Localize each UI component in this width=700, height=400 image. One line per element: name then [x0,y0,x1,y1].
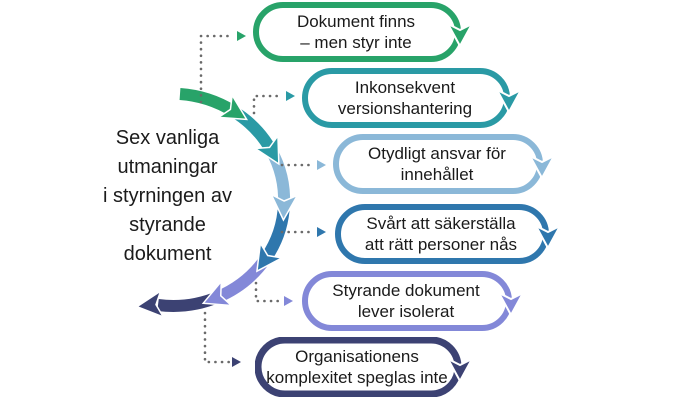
challenge-line: Otydligt ansvar för [368,144,506,163]
arc-segment-1 [179,88,237,117]
challenge-box-5: Styrande dokument lever isolerat [302,271,524,331]
title-line: Sex vanliga [115,127,220,149]
looping-arrow-border [302,68,522,128]
title-line: utmaningar [117,156,218,178]
challenge-line: att rätt personer nås [364,235,518,254]
challenge-line: Organisationens [295,347,419,366]
arc-arrowhead-5 [201,279,234,307]
challenge-box-4: Svårt att säkerställa att rätt personer … [335,204,561,264]
looping-arrow-border [335,204,561,264]
diagram-title: Sex vanliga utmaningar i styrningen av s… [40,124,295,269]
challenge-text: Inkonsekvent versionshantering [308,68,502,128]
connector-arrowhead-3 [317,160,326,170]
looping-arrow-border [255,337,473,397]
title-line: dokument [123,243,212,265]
challenge-text: Svårt att säkerställa att rätt personer … [341,204,541,264]
challenge-line: lever isolerat [357,302,455,321]
looping-arrow-border [302,271,524,331]
looping-arrow-border [333,134,555,194]
connector-arrowhead-4 [317,227,326,237]
arc-arrowhead-6 [135,289,166,319]
dotted-connector-1 [199,34,236,104]
connector-arrow-tips [232,31,326,367]
looping-arrow-border [253,2,473,62]
challenge-line: versionshantering [337,99,473,118]
connector-arrowhead-5 [284,296,293,306]
challenge-text: Otydligt ansvar för innehållet [339,134,535,194]
challenge-line: Dokument finns [296,12,416,31]
arc-arrowhead-2 [253,133,280,166]
challenge-box-1: Dokument finns – men styr inte [253,2,473,62]
arc-arrowhead-1 [216,92,249,121]
arc-arrowhead-4 [256,240,285,273]
challenge-box-6: Organisationens komplexitet speglas inte [255,337,473,397]
challenge-box-2: Inkonsekvent versionshantering [302,68,522,128]
challenge-box-3: Otydligt ansvar för innehållet [333,134,555,194]
challenge-text: Dokument finns – men styr inte [259,2,453,62]
arc-arrowhead-3 [269,192,300,222]
dotted-connector-2 [252,94,285,115]
challenge-line: innehållet [400,165,474,184]
title-line: styrande [129,214,206,236]
challenge-line: Inkonsekvent [354,78,456,97]
challenge-line: Svårt att säkerställa [366,214,516,233]
dotted-connectors [199,34,316,364]
challenge-line: komplexitet speglas inte [266,368,448,387]
connector-arrowhead-2 [286,91,295,101]
challenge-line: – men styr inte [300,33,412,52]
challenge-text: Styrande dokument lever isolerat [308,271,504,331]
dotted-connector-5 [254,281,283,303]
challenge-text: Organisationens komplexitet speglas inte [261,337,453,397]
challenge-line: Styrande dokument [332,281,480,300]
connector-arrowhead-6 [232,357,241,367]
dotted-connector-6 [203,311,231,364]
connector-arrowhead-1 [237,31,246,41]
arc-chevrons [135,92,300,319]
title-line: i styrningen av [103,185,232,207]
